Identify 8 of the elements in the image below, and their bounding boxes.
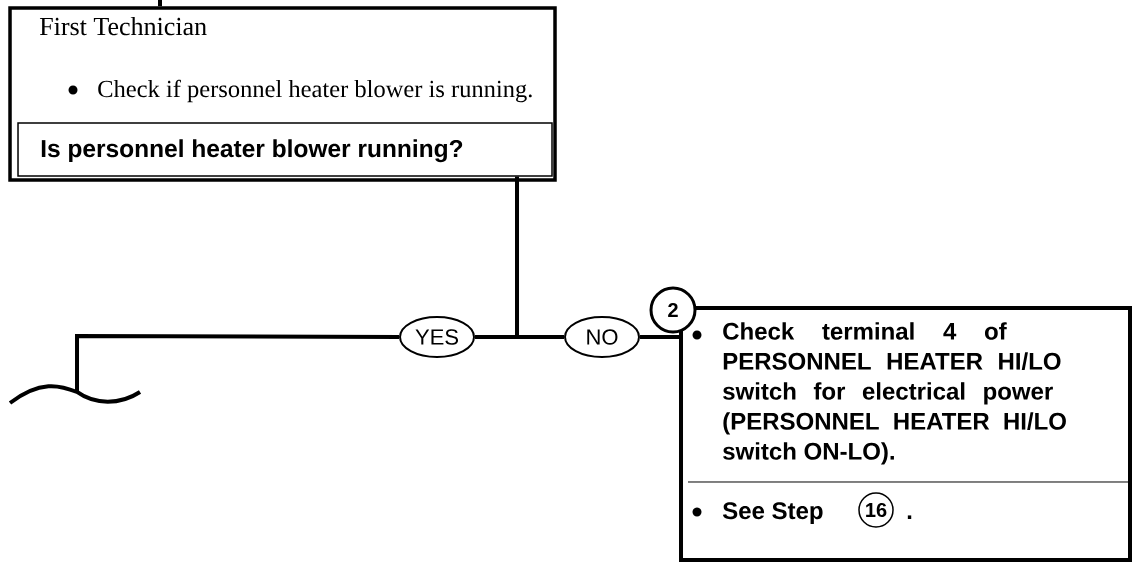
answer-oval: YES [399, 316, 475, 358]
instruction-text: Check if personnel heater blower is running. [98, 79, 532, 103]
connector-line [515, 176, 564, 339]
connector-line [75, 334, 399, 392]
connector-line [640, 335, 679, 339]
connector-line [158, 0, 162, 7]
answer-oval: NO [564, 316, 640, 358]
question-box: Is personnel heater blower running? [17, 122, 553, 177]
